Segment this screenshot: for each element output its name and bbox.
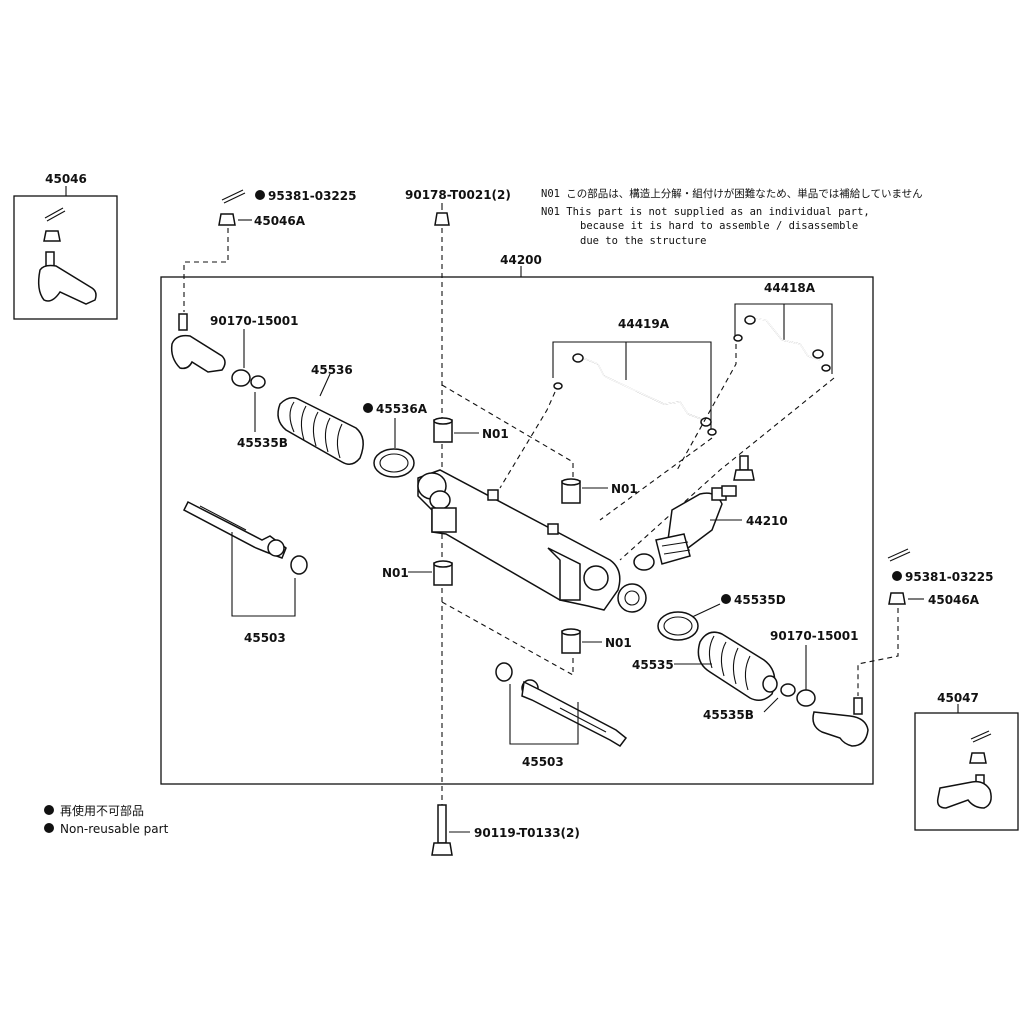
label-45503-left: 45503 [244, 631, 286, 645]
clamp-45535B-left [250, 375, 266, 389]
band-45535D [657, 611, 699, 641]
inset-box-45046 [13, 195, 118, 320]
label-95381-right: 95381-03225 [905, 570, 993, 584]
washer-45503-left [290, 555, 308, 575]
label-45535B-left: 45535B [237, 436, 288, 450]
legend-dot-en [44, 823, 54, 833]
leader-dash-top-left [183, 228, 229, 312]
bolt-90119 [431, 804, 453, 856]
label-n01-b: N01 [611, 482, 638, 496]
label-95381-top: 95381-03225 [268, 189, 356, 203]
band-45536A [373, 448, 415, 478]
assembly-frame [160, 276, 874, 785]
note-n01-en-line1: N01 This part is not supplied as an indi… [541, 206, 870, 218]
cotter-pin-top-left [221, 189, 246, 204]
bushing-n01-d [561, 628, 581, 654]
castle-nut-top-left [218, 213, 236, 226]
label-45535: 45535 [632, 658, 674, 672]
washer-90170-right [796, 689, 816, 707]
bushing-n01-a [433, 417, 453, 443]
label-n01-a: N01 [482, 427, 509, 441]
label-45046A-top: 45046A [254, 214, 306, 228]
label-45046: 45046 [45, 172, 87, 186]
non-reusable-mark [255, 190, 265, 200]
tie-rod-end-inset-right [936, 730, 992, 809]
tie-rod-end-inset-left [37, 207, 97, 305]
legend-dot-jp [44, 805, 54, 815]
tie-rod-end-right [812, 697, 869, 747]
leader-dash-right [857, 608, 899, 696]
label-44419A: 44419A [618, 317, 670, 331]
non-reusable-mark [892, 571, 902, 581]
non-reusable-mark [721, 594, 731, 604]
label-45535D: 45535D [734, 593, 786, 607]
label-45047: 45047 [937, 691, 979, 705]
legend-en: Non-reusable part [60, 822, 169, 836]
nut-90178 [434, 212, 450, 226]
label-90170-left: 90170-15001 [210, 314, 298, 328]
bushing-n01-c [433, 560, 453, 586]
washer-45503-right [495, 662, 513, 682]
label-44210: 44210 [746, 514, 788, 528]
inner-tie-rod-left [183, 500, 308, 575]
label-n01-d: N01 [605, 636, 632, 650]
label-45535B-right: 45535B [703, 708, 754, 722]
inner-tie-rod-right [495, 662, 628, 747]
cotter-pin-right [887, 548, 911, 562]
label-44200: 44200 [500, 253, 542, 267]
washer-90170-left [231, 369, 251, 387]
legend-jp: 再使用不可部品 [60, 803, 144, 818]
label-90119: 90119-T0133(2) [474, 826, 580, 840]
label-90178: 90178-T0021(2) [405, 188, 511, 202]
rack-housing-44200 [417, 469, 647, 613]
bushing-n01-b [561, 478, 581, 504]
boot-45535 [697, 631, 778, 701]
label-45536: 45536 [311, 363, 353, 377]
non-reusable-mark [363, 403, 373, 413]
label-n01-c: N01 [382, 566, 409, 580]
label-45046A-right: 45046A [928, 593, 980, 607]
pressure-line-44418A [733, 315, 831, 372]
tie-rod-end-left [170, 313, 226, 373]
control-valve-44210 [633, 455, 755, 571]
note-n01-jp: N01 この部品は、構造上分解・組付けが困難なため、単品では補給していません [541, 187, 923, 200]
pressure-line-44419A [553, 353, 717, 436]
boot-45536 [277, 397, 364, 465]
label-45503-right: 45503 [522, 755, 564, 769]
castle-nut-right [888, 592, 906, 605]
clamp-45535B-right [780, 683, 796, 697]
note-n01-en-line3: due to the structure [580, 235, 706, 247]
note-n01-en-line2: because it is hard to assemble / disasse… [580, 220, 858, 232]
label-90170-right: 90170-15001 [770, 629, 858, 643]
label-44418A: 44418A [764, 281, 816, 295]
label-45536A: 45536A [376, 402, 428, 416]
inset-box-45047 [914, 712, 1019, 831]
